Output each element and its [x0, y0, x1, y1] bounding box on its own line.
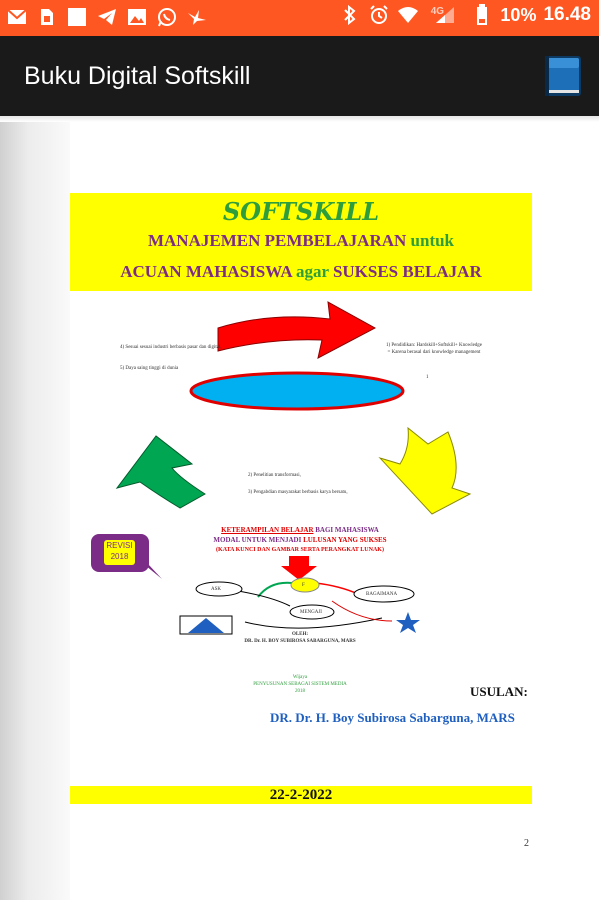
revisi-label: REVISI 2018	[104, 540, 135, 565]
telegram-icon	[96, 6, 118, 28]
red-arrow-shape	[217, 301, 377, 359]
network-type: 4G	[430, 5, 445, 17]
mind-node-center	[290, 577, 320, 593]
title-softskill: SOFTSKILL	[222, 197, 380, 226]
publisher-line-2: PENYUSUNAN SEBAGAI SISTEM MEDIA	[253, 682, 347, 687]
title-line-3: ACUAN MAHASISWA agar SUKSES BELAJAR	[70, 262, 532, 282]
wifi-icon	[397, 4, 419, 26]
skill-title-2-b: LULUSAN YANG SUKSES	[303, 536, 387, 544]
image-icon	[126, 6, 148, 28]
bluetooth-icon	[339, 4, 361, 26]
page-edge	[0, 116, 599, 122]
cycle-text-5: 2) Penelitian transformasi,	[248, 473, 301, 478]
cycle-text-1: 4) Sesuai sesuai industri berbasis pasar…	[120, 345, 222, 350]
cover-illustration	[115, 301, 472, 635]
mind-node-ask	[195, 581, 243, 597]
title-line-2-part-b: untuk	[410, 231, 455, 250]
author-name: DR. Dr. H. Boy Subirosa Sabarguna, MARS	[270, 710, 515, 725]
skill-title-2-a: MODAL UNTUK MENJADI	[213, 536, 302, 544]
oleh-label: OLEH:	[291, 632, 309, 637]
cycle-text-6: 3) Pengabdian masyarakat berbasis karya …	[248, 490, 348, 495]
mind-label-ask: ASK	[211, 587, 222, 592]
mind-label-center: F	[302, 583, 305, 588]
skill-title-2: MODAL UNTUK MENJADI LULUSAN YANG SUKSES	[150, 536, 450, 545]
alarm-icon	[368, 4, 390, 26]
book-icon[interactable]	[541, 54, 585, 98]
title-line-2: MANAJEMEN PEMBELAJARAN untuk	[70, 231, 532, 251]
skill-title-1: KETERAMPILAN BELAJAR BAGI MAHASISWA	[150, 526, 450, 535]
cover-author: DR. Dr. H. BOY SUBIROSA SABARGUNA, MARS	[244, 639, 356, 644]
clock: 16.48	[543, 4, 591, 25]
skill-title-3: (KATA KUNCI DAN GAMBAR SERTA PERANGKAT L…	[216, 547, 384, 553]
publisher-line-3: 2018	[295, 689, 305, 694]
yellow-arrow-shape	[378, 426, 472, 515]
title-line-3-part-b: agar	[295, 262, 329, 281]
title-line-3-part-a: ACUAN MAHASISWA	[120, 262, 292, 281]
mind-label-bagaimana: BAGAIMANA	[366, 592, 398, 597]
page-viewer[interactable]: SOFTSKILL MANAJEMEN PEMBELAJARAN untuk A…	[0, 116, 599, 900]
usulan-label: USULAN:	[470, 684, 528, 699]
signal-icon: 4G	[426, 4, 464, 26]
cycle-text-4: 1	[426, 375, 429, 380]
date-band: 22-2-2022	[70, 786, 532, 804]
page-number: 2	[524, 838, 529, 849]
publisher-line-1: Wijaya	[292, 675, 308, 680]
status-bar: 4G 10% 16.48	[0, 0, 599, 36]
notification-icons	[6, 6, 208, 28]
skill-title-1-a: KETERAMPILAN BELAJAR	[221, 526, 314, 534]
revisi-badge: REVISI 2018	[91, 534, 149, 572]
mind-node-bagaimana	[353, 585, 415, 603]
square-icon	[66, 6, 88, 28]
green-arrow-shape	[115, 435, 206, 509]
blue-ellipse-shape	[189, 371, 405, 411]
page-curl-shadow	[0, 116, 70, 900]
battery-icon	[471, 4, 493, 26]
title-line-3-part-c: SUKSES BELAJAR	[332, 262, 482, 281]
mind-label-mengaji: MENGAJI	[300, 610, 322, 615]
battery-percent: 10%	[500, 4, 537, 25]
star-shape	[396, 612, 420, 633]
title-band: SOFTSKILL MANAJEMEN PEMBELAJARAN untuk A…	[70, 193, 532, 291]
system-icons: 4G 10% 16.48	[339, 4, 591, 26]
mail-icon	[6, 6, 28, 28]
title-line-2-part-a: MANAJEMEN PEMBELAJARAN	[147, 231, 407, 250]
mind-node-mengaji	[289, 604, 335, 620]
date-text: 22-2-2022	[269, 787, 333, 803]
app-title: Buku Digital Softskill	[24, 62, 251, 90]
mind-red-arrow-stem	[289, 556, 309, 566]
mind-red-arrow-head	[281, 566, 317, 580]
sim-icon	[36, 6, 58, 28]
cycle-text-2: 5) Daya saing tinggi di dunia	[120, 366, 179, 371]
pyramid-shape	[188, 618, 224, 633]
whatsapp-icon	[156, 6, 178, 28]
skill-title-1-b: BAGI MAHASISWA	[315, 526, 379, 534]
bird-icon	[186, 6, 208, 28]
cycle-text-3: 1) Pendidikan: Hardskill+Softskill+ Know…	[385, 343, 483, 355]
app-bar: Buku Digital Softskill	[0, 36, 599, 116]
